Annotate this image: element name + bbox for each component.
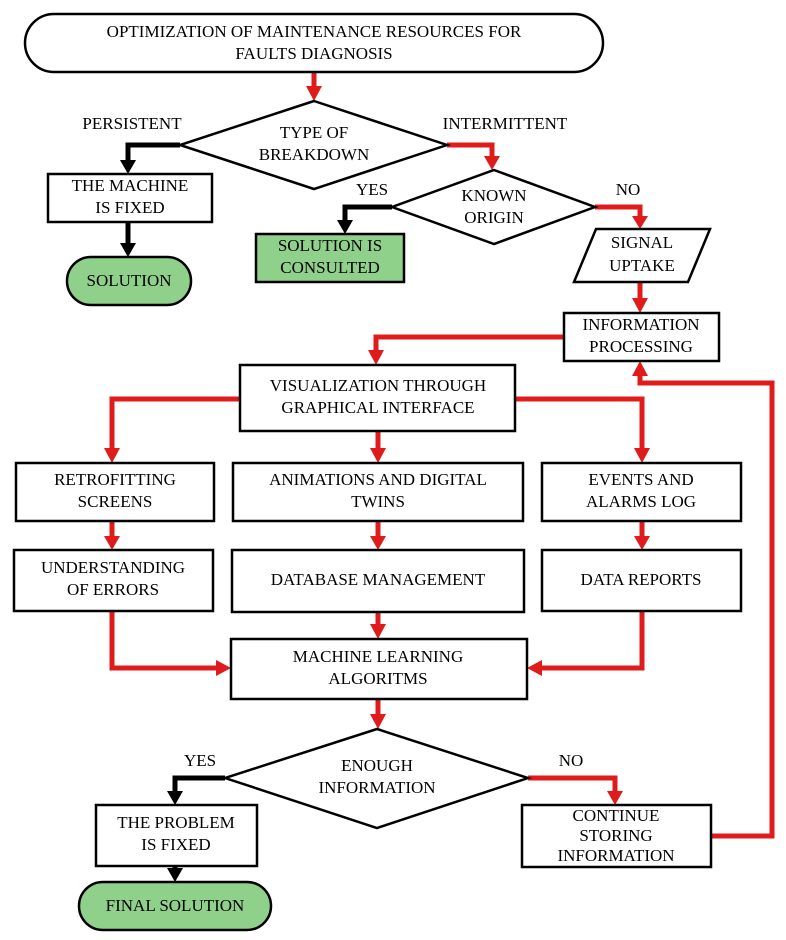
information-processing-box: INFORMATION PROCESSING <box>562 311 721 363</box>
signal-uptake-line1: SIGNAL <box>611 233 673 252</box>
arrow-processing-to-visualization <box>373 334 564 352</box>
arrow-reports-to-ml <box>540 611 645 671</box>
continue-storing-line1: CONTINUE <box>573 806 660 825</box>
solution-label: SOLUTION <box>87 271 172 290</box>
arrowhead-icon <box>632 361 648 376</box>
arrowhead-icon <box>484 156 500 170</box>
arrowhead-icon <box>370 536 386 550</box>
solution-consulted-line1: SOLUTION IS <box>278 236 382 255</box>
arrowhead-icon <box>167 791 183 805</box>
arrowhead-icon <box>306 86 322 101</box>
visualization-line1: VISUALIZATION THROUGH <box>270 376 486 395</box>
machine-fixed-box: THE MACHINE IS FIXED <box>46 172 214 224</box>
known-origin-yes-label: YES <box>356 180 388 199</box>
arrow-enough-no <box>528 775 618 793</box>
final-solution-label: FINAL SOLUTION <box>106 896 245 915</box>
breakdown-decision: TYPE OF BREAKDOWN <box>175 99 451 191</box>
continue-storing-line3: INFORMATION <box>557 846 674 865</box>
arrowhead-icon <box>368 350 384 365</box>
arrowhead-icon <box>634 536 650 550</box>
arrowhead-icon <box>527 660 542 676</box>
known-origin-line2: ORIGIN <box>464 208 524 227</box>
events-box: EVENTS AND ALARMS LOG <box>540 461 743 523</box>
arrow-known-no <box>595 204 643 218</box>
animations-line1: ANIMATIONS AND DIGITAL <box>269 470 487 489</box>
problem-fixed-box: THE PROBLEM IS FIXED <box>94 803 259 868</box>
arrowhead-icon <box>337 220 353 234</box>
arrowhead-icon <box>634 448 650 463</box>
persistent-label: PERSISTENT <box>82 114 182 133</box>
arrowhead-icon <box>370 624 386 639</box>
start-terminal: OPTIMIZATION OF MAINTENANCE RESOURCES FO… <box>23 12 605 74</box>
known-origin-decision: KNOWN ORIGIN <box>388 168 599 246</box>
machine-fixed-line2: IS FIXED <box>95 198 164 217</box>
machine-fixed-line1: THE MACHINE <box>72 176 189 195</box>
problem-fixed-line1: THE PROBLEM <box>117 813 235 832</box>
arrow-enough-yes <box>172 775 225 793</box>
start-terminal-line1: OPTIMIZATION OF MAINTENANCE RESOURCES FO… <box>107 22 522 41</box>
reports-label: DATA REPORTS <box>581 570 702 589</box>
arrowhead-icon <box>120 243 136 257</box>
database-box: DATABASE MANAGEMENT <box>230 548 526 614</box>
animations-box: ANIMATIONS AND DIGITAL TWINS <box>231 461 525 523</box>
intermittent-label: INTERMITTENT <box>443 114 568 133</box>
understanding-line2: OF ERRORS <box>67 580 159 599</box>
start-terminal-line2: FAULTS DIAGNOSIS <box>235 44 392 63</box>
signal-uptake-box: SIGNAL UPTAKE <box>572 227 712 284</box>
continue-storing-box: CONTINUE STORING INFORMATION <box>520 803 713 869</box>
machine-learning-line1: MACHINE LEARNING <box>293 647 463 666</box>
enough-info-line1: ENOUGH <box>341 756 413 775</box>
events-line1: EVENTS AND <box>588 470 693 489</box>
arrowhead-icon <box>607 791 623 805</box>
enough-info-no-label: NO <box>559 751 584 770</box>
retrofitting-line2: SCREENS <box>78 492 153 511</box>
machine-learning-line2: ALGORITMS <box>328 669 427 688</box>
enough-info-yes-label: YES <box>184 751 216 770</box>
understanding-box: UNDERSTANDING OF ERRORS <box>12 548 215 613</box>
arrowhead-icon <box>104 448 120 463</box>
connectors <box>104 72 775 882</box>
arrow-known-yes <box>342 204 392 222</box>
solution-consulted-line2: CONSULTED <box>280 258 380 277</box>
information-processing-line2: PROCESSING <box>589 337 693 356</box>
arrowhead-icon <box>632 298 648 313</box>
visualization-box: VISUALIZATION THROUGH GRAPHICAL INTERFAC… <box>238 363 517 433</box>
breakdown-decision-line2: BREAKDOWN <box>259 145 370 164</box>
animations-line2: TWINS <box>351 492 405 511</box>
arrow-understanding-to-ml <box>109 611 218 671</box>
arrowhead-icon <box>632 216 648 229</box>
final-solution-terminal: FINAL SOLUTION <box>77 880 273 932</box>
arrowhead-icon <box>370 448 386 463</box>
arrowhead-icon <box>120 160 136 174</box>
arrowhead-icon <box>216 660 231 676</box>
machine-learning-box: MACHINE LEARNING ALGORITMS <box>229 637 529 701</box>
retrofitting-box: RETROFITTING SCREENS <box>14 461 216 523</box>
continue-storing-line2: STORING <box>579 826 652 845</box>
known-origin-line1: KNOWN <box>461 186 526 205</box>
arrow-visualization-left <box>109 396 240 450</box>
breakdown-decision-line1: TYPE OF <box>280 123 348 142</box>
retrofitting-line1: RETROFITTING <box>54 470 176 489</box>
enough-info-line2: INFORMATION <box>318 778 435 797</box>
signal-uptake-line2: UPTAKE <box>609 256 675 275</box>
problem-fixed-line2: IS FIXED <box>141 835 210 854</box>
solution-terminal: SOLUTION <box>65 255 193 307</box>
reports-box: DATA REPORTS <box>540 548 743 613</box>
arrow-intermittent <box>447 142 495 158</box>
arrow-persistent <box>125 142 180 162</box>
arrow-feedback-loop <box>637 374 775 839</box>
arrowhead-icon <box>167 868 183 882</box>
arrow-visualization-right <box>515 396 645 450</box>
known-origin-no-label: NO <box>616 180 641 199</box>
arrowhead-icon <box>104 536 120 550</box>
arrowhead-icon <box>370 714 386 729</box>
enough-info-decision: ENOUGH INFORMATION <box>220 727 533 830</box>
database-label: DATABASE MANAGEMENT <box>271 570 486 589</box>
solution-consulted-box: SOLUTION IS CONSULTED <box>254 232 406 284</box>
information-processing-line1: INFORMATION <box>582 315 699 334</box>
understanding-line1: UNDERSTANDING <box>41 558 185 577</box>
visualization-line2: GRAPHICAL INTERFACE <box>281 398 474 417</box>
events-line2: ALARMS LOG <box>586 492 696 511</box>
